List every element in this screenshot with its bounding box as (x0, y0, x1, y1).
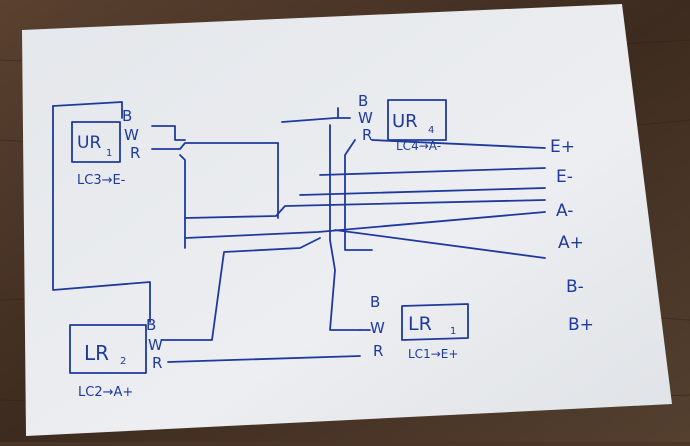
ul-w-lead (151, 125, 186, 141)
ul-r-wire (151, 142, 279, 150)
ul-caption: LC3→E- (77, 173, 126, 188)
wire-a-plus (334, 229, 546, 259)
ul-label: UR (77, 133, 101, 153)
ur-label-sub: 4 (428, 125, 434, 136)
ll-label-sub: 2 (120, 356, 126, 367)
ul-pin-b: B (122, 107, 132, 125)
paper-card (22, 4, 672, 436)
lr-label-sub: 1 (450, 326, 456, 337)
ll-pin-w: W (148, 336, 163, 354)
ll-w-wire (161, 237, 321, 341)
lr-label: LR (408, 313, 432, 335)
ur-pin-w: W (358, 109, 373, 127)
ur-pin-r: R (362, 126, 372, 144)
lr-pin-b: B (370, 293, 380, 311)
ul-pin-w: W (124, 126, 139, 144)
ul-outline-top (52, 101, 123, 119)
ur-caption: LC4→A- (396, 139, 441, 153)
wire-a-minus-upper (184, 199, 546, 219)
lr-caption: LC1→E+ (408, 347, 458, 361)
wire-e-plus (371, 139, 546, 149)
lr-cell: B W R LR 1 LC1→E+ (370, 293, 458, 361)
ul-outline-left (52, 105, 151, 323)
wire-e-minus (319, 167, 546, 176)
ur-b-loop (281, 117, 351, 123)
ll-cell: B W R LR 2 LC2→A+ (78, 316, 163, 400)
ur-r-down (344, 139, 373, 251)
ll-label: LR (84, 341, 109, 365)
lr-box (401, 303, 469, 341)
ll-pin-r: R (152, 354, 162, 372)
output-a-plus: A+ (558, 233, 584, 253)
ur-pin-b: B (358, 92, 368, 110)
ur-cell: B W R UR 4 LC4→A- (358, 92, 441, 153)
ur-box (387, 99, 447, 141)
wire-a-minus-lower (184, 211, 546, 239)
output-b-plus: B+ (568, 315, 594, 335)
ur-label: UR (392, 111, 418, 132)
output-a-minus: A- (556, 201, 573, 221)
lr-pin-w: W (370, 319, 385, 337)
ur-w-down (329, 124, 361, 331)
ll-pin-b: B (146, 316, 156, 334)
ul-inner-box (71, 121, 121, 163)
output-e-minus: E- (556, 167, 573, 187)
ll-r-wire (167, 355, 361, 363)
ll-caption: LC2→A+ (78, 385, 133, 400)
ul-label-sub: 1 (106, 148, 112, 159)
ul-cell: B W R UR 1 LC3→E- (77, 107, 140, 188)
output-e-plus: E+ (550, 137, 575, 157)
ink-lines (52, 99, 546, 374)
wire-a-minus-link (299, 187, 546, 196)
ul-pin-r: R (130, 144, 140, 162)
output-terminals: E+ E- A- A+ B- B+ (550, 137, 594, 335)
lr-pin-r: R (373, 342, 383, 360)
ll-box (69, 324, 147, 374)
output-b-minus: B- (566, 277, 584, 297)
